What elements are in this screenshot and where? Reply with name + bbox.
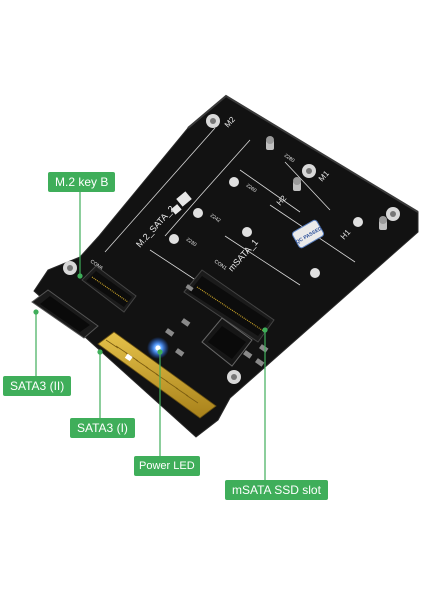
- sata-ii-connector: [31, 289, 99, 339]
- silk-2230: 2230: [185, 237, 198, 248]
- silk-2242: 2242: [209, 213, 222, 224]
- callout-sata3-i: SATA3 (I): [70, 418, 135, 438]
- silk-2280: 2280: [283, 153, 296, 164]
- callout-m2-key-b: M.2 key B: [48, 172, 116, 192]
- callout-msata-slot: mSATA SSD slot: [225, 480, 328, 500]
- standoff-screws: [266, 136, 387, 230]
- silkscreen-lines: [104, 127, 356, 297]
- msata-connector: [183, 269, 275, 343]
- callout-power-led: Power LED: [134, 456, 200, 476]
- regulator-chip: [201, 317, 253, 367]
- callout-lines: [33, 190, 268, 480]
- smd-components: [165, 284, 269, 367]
- brand-logo-icon: [171, 191, 192, 215]
- callout-sata3-ii: SATA3 (II): [3, 376, 72, 396]
- m2-connector: [81, 265, 137, 313]
- power-led: [147, 337, 169, 359]
- silk-2260: 2260: [245, 183, 258, 194]
- mounting-holes: [63, 114, 400, 384]
- sata-i-edge-connector: [97, 331, 217, 419]
